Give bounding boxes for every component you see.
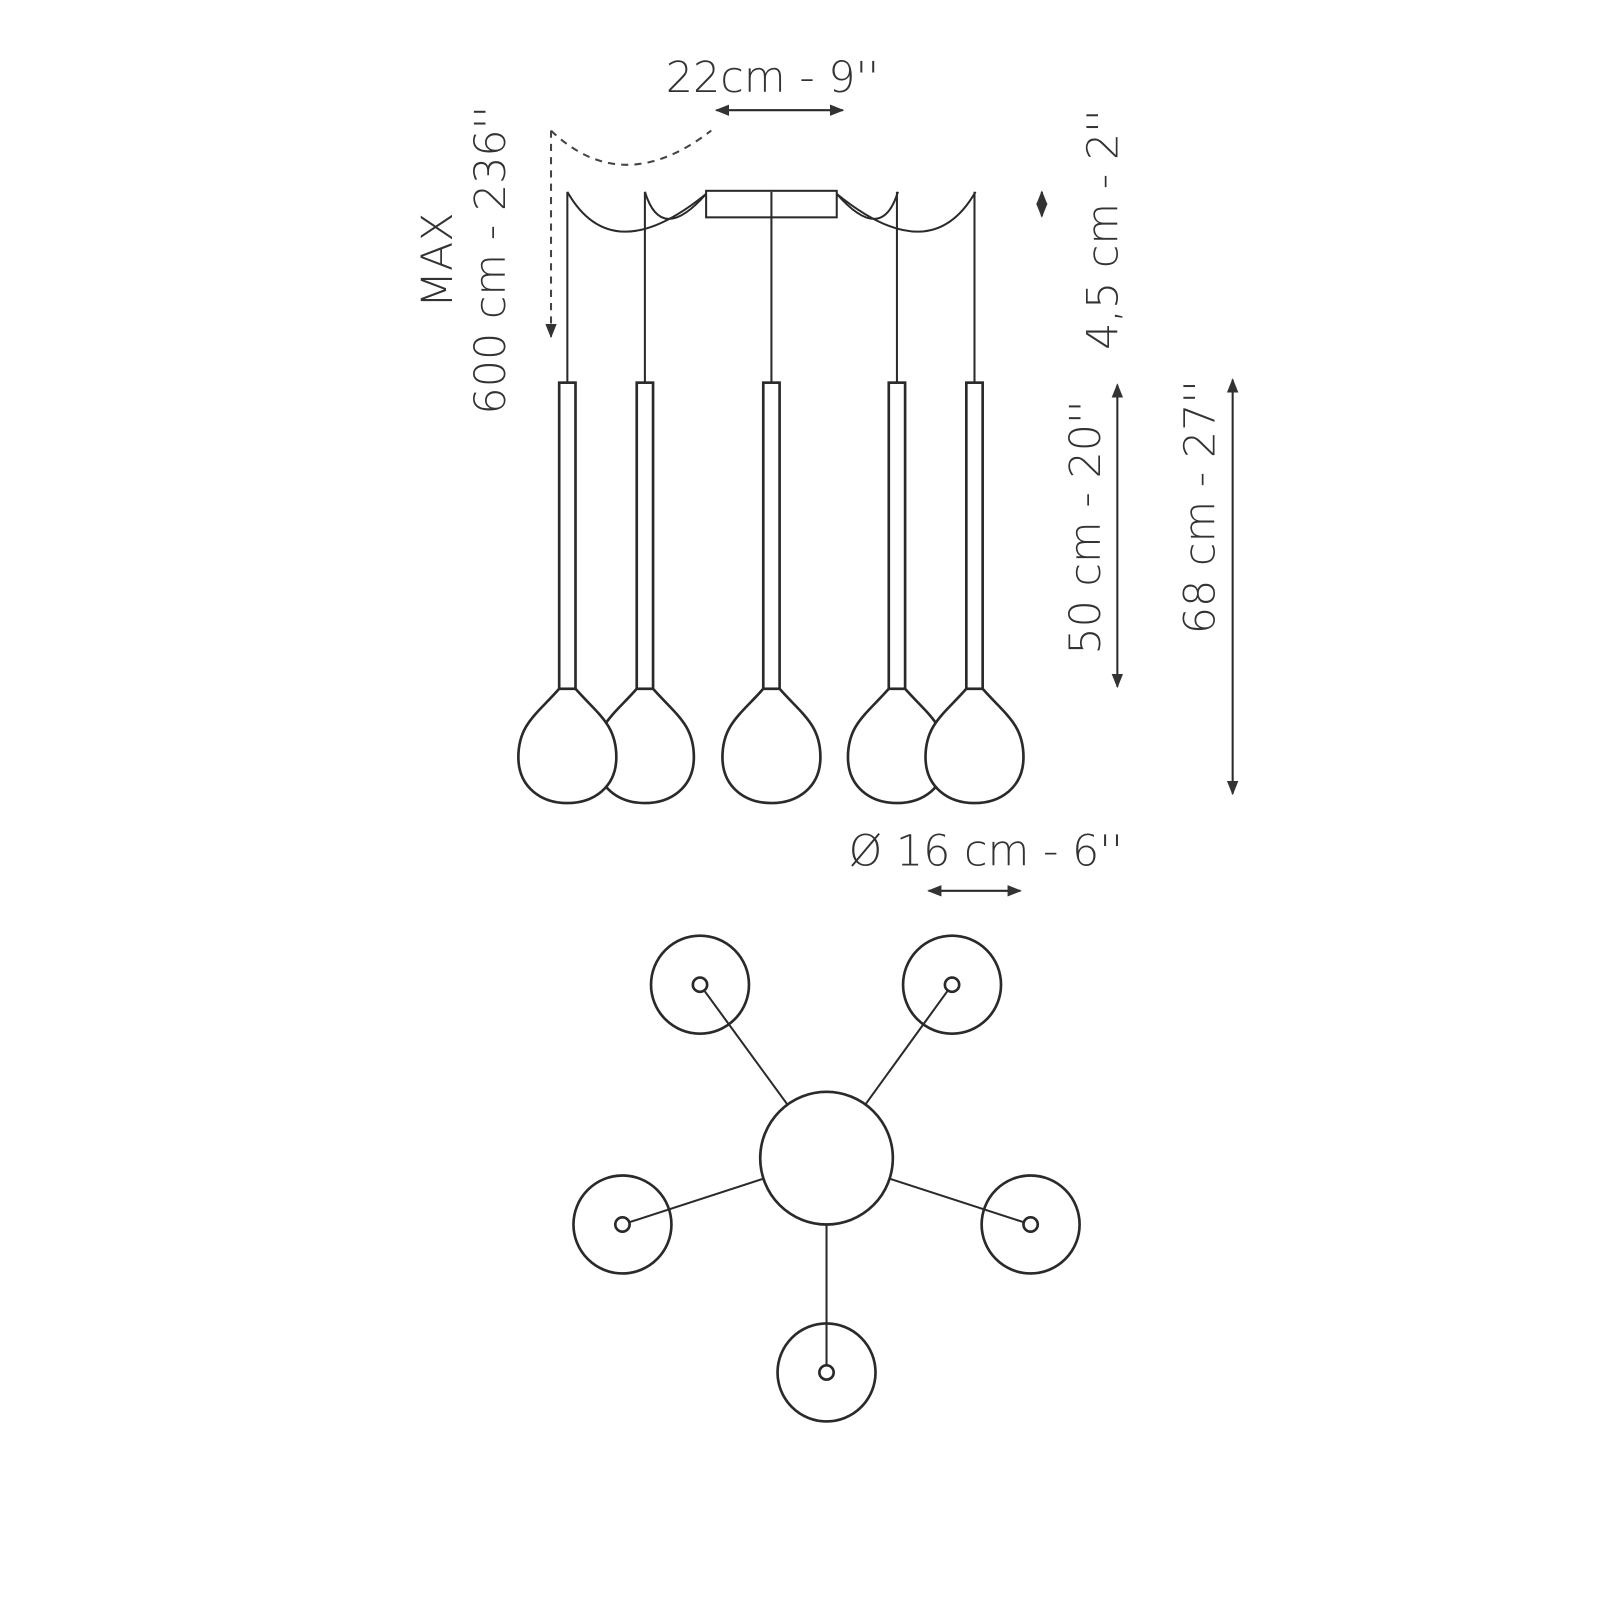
max-label: MAX — [413, 212, 463, 308]
lamp-stem — [761, 381, 781, 691]
socket — [691, 976, 709, 994]
socket — [818, 1363, 835, 1381]
shade-top-view — [572, 1174, 764, 1275]
lamp-shade — [924, 687, 1025, 805]
shade-height-label: 50 cm - 20'' — [1061, 400, 1111, 654]
pendant-lamp — [517, 381, 618, 805]
canopy-height-label: 4,5 cm - 2'' — [1078, 109, 1128, 350]
pendant-lamp — [846, 381, 948, 805]
socket — [1022, 1216, 1040, 1233]
socket — [613, 1216, 631, 1233]
lamp-stem — [965, 381, 984, 691]
pendant-lamp — [594, 381, 696, 805]
lamp-shade — [517, 687, 618, 805]
canopy-width-label: 22cm - 9'' — [666, 53, 879, 103]
arm — [864, 990, 949, 1106]
top-view — [572, 934, 1081, 1423]
pendant-lamp — [924, 381, 1025, 805]
cable-arcs — [566, 191, 977, 233]
shade-top-view — [649, 934, 789, 1106]
lamp-shade — [721, 687, 822, 805]
arm — [703, 990, 789, 1106]
diameter-label: Ø 16 cm - 6'' — [849, 826, 1123, 876]
pendants — [517, 191, 1025, 805]
max-length-label: 600 cm - 236'' — [466, 106, 516, 415]
total-height-label: 68 cm - 27'' — [1175, 380, 1225, 634]
lamp-stem — [887, 381, 907, 691]
shade-top-view — [864, 934, 1003, 1106]
socket — [943, 976, 961, 994]
arm — [629, 1177, 764, 1223]
shade-top-view — [889, 1174, 1081, 1275]
canopy-top-view — [758, 1090, 895, 1226]
shade-top-view — [776, 1224, 877, 1423]
arm — [889, 1177, 1024, 1223]
lamp-stem — [635, 381, 655, 691]
dashed-swing-arc — [550, 129, 712, 166]
pendant-lamp — [721, 381, 822, 805]
lamp-stem — [557, 381, 577, 691]
